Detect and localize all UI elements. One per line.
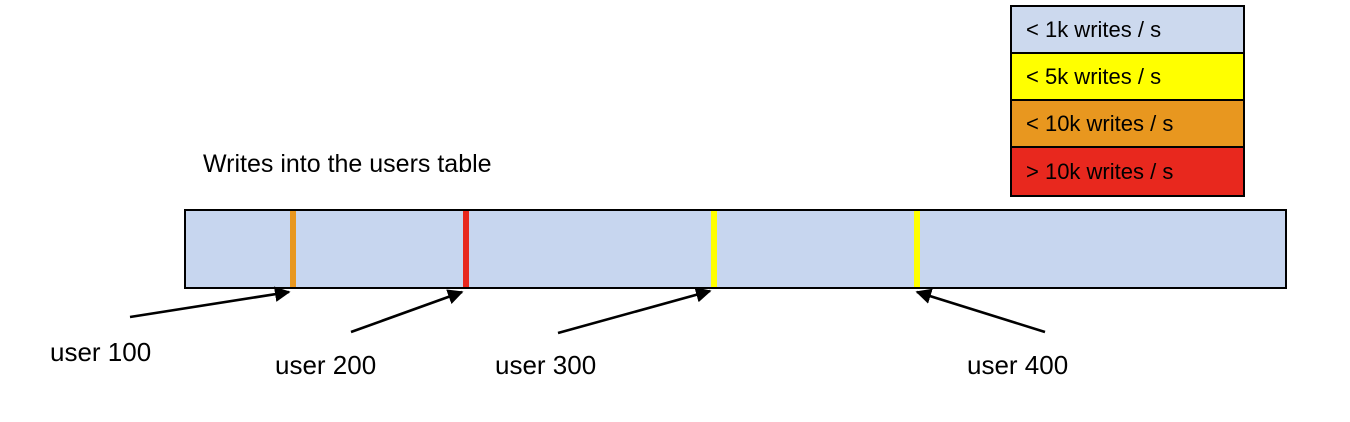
legend-label-over-10k: > 10k writes / s <box>1026 158 1174 184</box>
user-400-stripe <box>914 211 920 287</box>
user-100-arrow <box>129 286 291 319</box>
legend-row-over-10k: > 10k writes / s <box>1012 148 1243 195</box>
callout-label-user-300: user 300 <box>495 350 597 380</box>
callout-label-user-200: user 200 <box>275 350 377 380</box>
legend-row-under-5k: < 5k writes / s <box>1012 54 1243 101</box>
legend: < 1k writes / s < 5k writes / s < 10k wr… <box>1010 5 1245 197</box>
users-table-bar <box>184 209 1287 289</box>
legend-row-under-10k: < 10k writes / s <box>1012 101 1243 148</box>
user-300-arrow <box>557 287 712 335</box>
legend-label-under-10k: < 10k writes / s <box>1026 110 1174 136</box>
callout-label-user-100: user 100 <box>50 337 152 367</box>
user-200-stripe <box>463 211 469 287</box>
chart-title: Writes into the users table <box>203 150 492 178</box>
user-200-arrow <box>350 289 464 334</box>
legend-label-under-5k: < 5k writes / s <box>1026 63 1162 89</box>
legend-row-under-1k: < 1k writes / s <box>1012 7 1243 54</box>
user-300-stripe <box>711 211 717 287</box>
callout-label-user-400: user 400 <box>967 350 1069 380</box>
legend-label-under-1k: < 1k writes / s <box>1026 16 1162 42</box>
user-100-stripe <box>290 211 296 287</box>
user-400-arrow <box>915 288 1046 334</box>
